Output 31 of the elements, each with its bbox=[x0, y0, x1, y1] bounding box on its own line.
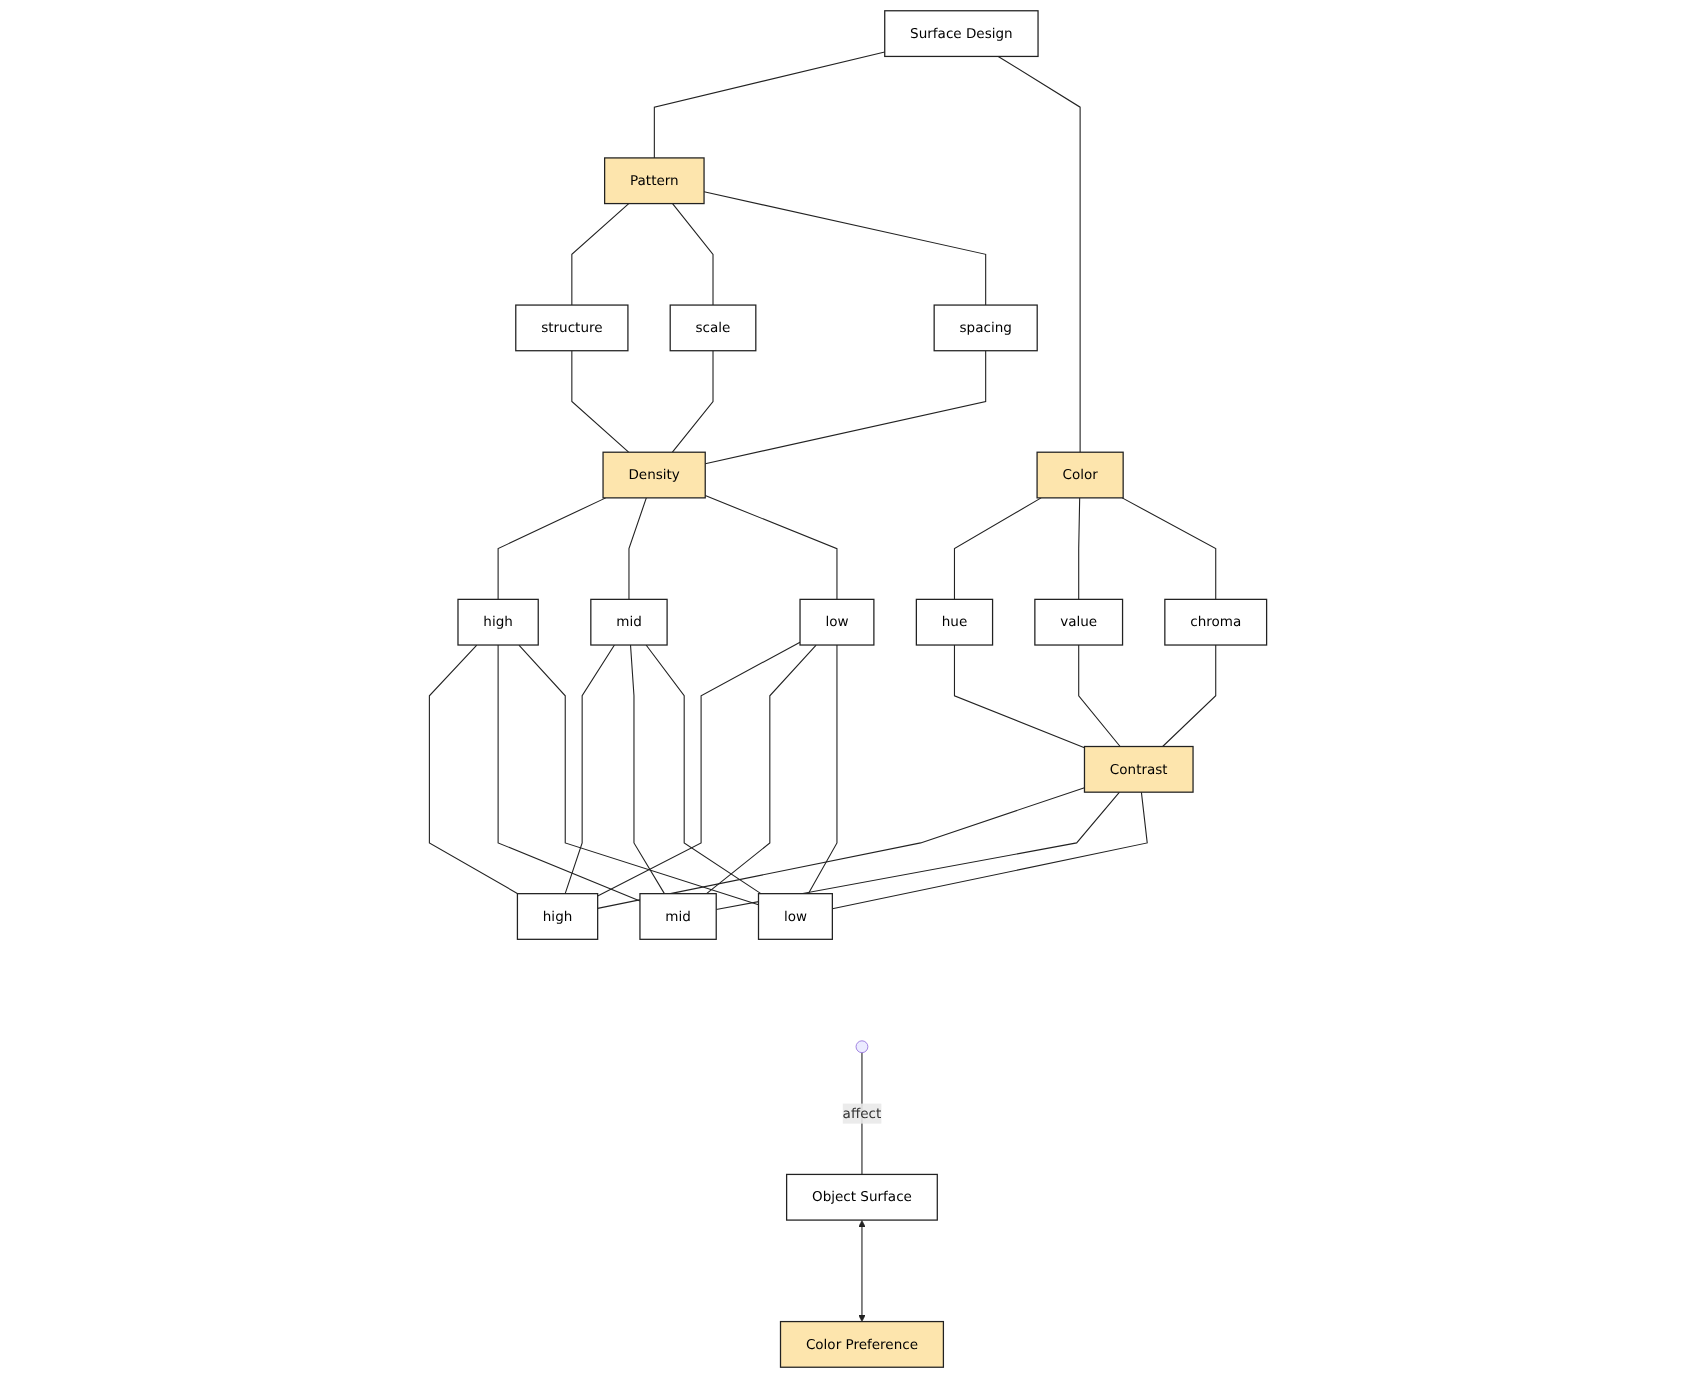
connector bbox=[953, 644, 1086, 749]
connector bbox=[671, 350, 714, 453]
connector bbox=[1078, 497, 1081, 600]
connector bbox=[629, 644, 665, 895]
arrow bbox=[858, 1220, 866, 1322]
connector bbox=[497, 497, 607, 600]
connector bbox=[831, 791, 1148, 910]
connector bbox=[428, 644, 519, 895]
connector bbox=[704, 495, 838, 600]
connector bbox=[645, 644, 762, 895]
connector bbox=[997, 55, 1081, 453]
connector bbox=[861, 1052, 863, 1175]
connector bbox=[807, 644, 838, 895]
connector bbox=[703, 191, 987, 306]
connector bbox=[564, 644, 615, 895]
connector bbox=[1078, 644, 1121, 748]
connector bbox=[1121, 497, 1217, 600]
connector bbox=[953, 497, 1042, 600]
connector bbox=[497, 644, 641, 902]
connector bbox=[518, 644, 760, 906]
connector bbox=[571, 203, 630, 306]
connector bbox=[715, 791, 1121, 910]
connector bbox=[706, 644, 817, 895]
connector bbox=[1162, 644, 1217, 748]
connector bbox=[672, 203, 714, 306]
connector bbox=[653, 51, 886, 159]
connector bbox=[704, 350, 987, 465]
connector bbox=[571, 350, 630, 453]
connector bbox=[628, 497, 647, 600]
connector bbox=[597, 787, 1086, 909]
connector bbox=[597, 641, 801, 897]
